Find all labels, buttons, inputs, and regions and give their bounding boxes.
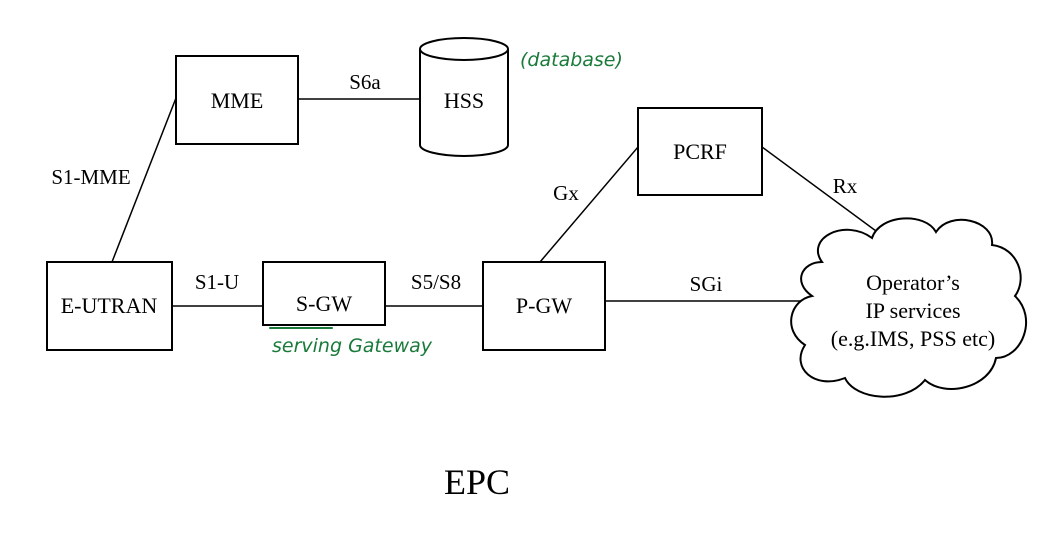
interface-label-s1-mme: S1-MME [51, 165, 130, 189]
pcrf-label: PCRF [673, 139, 727, 164]
cloud-label-line2: IP services [865, 298, 960, 323]
hss-database-node: HSS [419, 37, 509, 157]
operator-ip-services-cloud: Operator’s IP services (e.g.IMS, PSS etc… [790, 217, 1028, 398]
eutran-label: E-UTRAN [61, 293, 158, 318]
sgw-node: S-GW [262, 261, 386, 326]
sgw-label: S-GW [296, 291, 352, 316]
cloud-label-line1: Operator’s [866, 270, 960, 295]
handwritten-database-note: (database) [520, 49, 623, 71]
interface-label-s5-s8: S5/S8 [411, 270, 461, 294]
diagram-caption: EPC [444, 462, 510, 502]
cloud-label-line3: (e.g.IMS, PSS etc) [831, 326, 995, 351]
interface-label-s1-u: S1-U [195, 270, 239, 294]
interface-label-gx: Gx [553, 181, 579, 205]
pcrf-node: PCRF [637, 107, 763, 196]
interface-label-sgi: SGi [690, 272, 723, 296]
mme-label: MME [211, 88, 264, 113]
mme-node: MME [175, 55, 299, 145]
link-pgw-pcrf [539, 146, 639, 263]
eutran-node: E-UTRAN [46, 261, 173, 351]
pgw-label: P-GW [516, 293, 572, 318]
link-mme-eutran [111, 97, 177, 263]
link-pcrf-cloud [761, 146, 896, 246]
hss-label: HSS [444, 88, 484, 113]
interface-label-rx: Rx [833, 174, 858, 198]
handwritten-serving-gateway-note: serving Gateway [272, 335, 433, 357]
interface-label-s6a: S6a [349, 70, 381, 94]
pgw-node: P-GW [482, 261, 606, 351]
